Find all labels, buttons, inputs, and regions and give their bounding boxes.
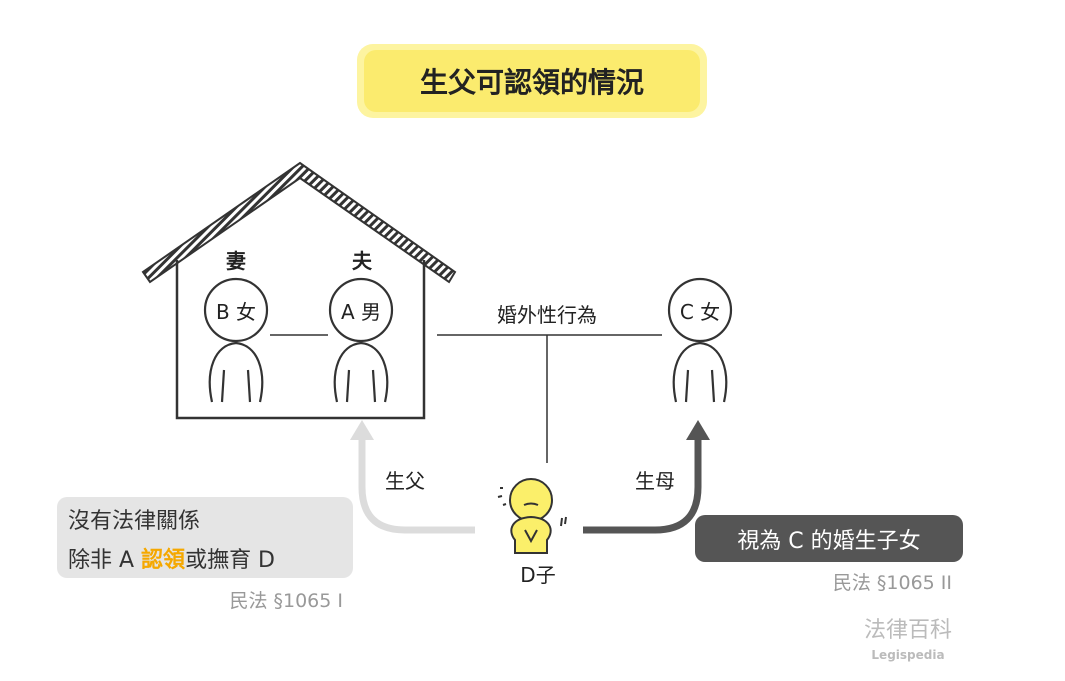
- mother-arrow: [583, 437, 702, 534]
- house: 妻 夫: [141, 161, 457, 420]
- relation-label: 婚外性行為: [497, 303, 597, 327]
- person-a: [328, 277, 394, 403]
- person-c: [667, 277, 733, 403]
- father-arrow: [358, 437, 475, 534]
- left-box-line1: 沒有法律關係: [68, 509, 200, 534]
- child-figure: [497, 478, 567, 554]
- wife-label: 妻: [226, 249, 246, 273]
- child-label: D子: [520, 563, 555, 587]
- husband-label: 夫: [352, 249, 373, 273]
- person-a-label: A 男: [341, 300, 381, 324]
- roof: [141, 161, 457, 284]
- no-relation-box: [57, 497, 353, 578]
- right-box-text: 視為 C 的婚生子女: [737, 529, 920, 554]
- watermark-zh: 法律百科: [864, 618, 952, 643]
- title-badge: 生父可認領的情況: [357, 44, 707, 118]
- person-b: [203, 277, 269, 403]
- house-walls: [175, 260, 426, 420]
- left-citation: 民法 §1065 I: [229, 590, 343, 612]
- left-box-line2: 除非 A 認領或撫育 D: [68, 547, 275, 573]
- watermark-en: Legispedia: [871, 648, 944, 662]
- father-label: 生父: [385, 469, 425, 493]
- mother-arrowhead: [686, 420, 710, 440]
- legitimate-child-box: [695, 515, 963, 562]
- right-citation: 民法 §1065 II: [833, 572, 952, 594]
- person-c-label: C 女: [680, 300, 720, 324]
- highlight-acknowledge: 認領: [141, 547, 186, 573]
- page-title: 生父可認領的情況: [420, 66, 644, 99]
- person-b-label: B 女: [216, 300, 256, 324]
- mother-label: 生母: [635, 469, 675, 493]
- father-arrowhead: [350, 420, 374, 440]
